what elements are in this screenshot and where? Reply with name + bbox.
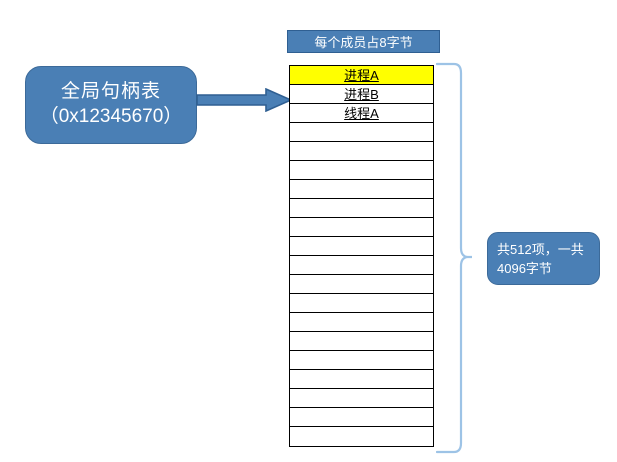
handle-table-row[interactable] <box>290 199 433 218</box>
handle-table-row[interactable]: 进程A <box>290 66 433 85</box>
right-block-arrow-icon <box>196 87 293 113</box>
global-handle-table-address: （0x12345670） <box>39 106 183 127</box>
curly-brace-right-icon <box>435 60 488 456</box>
handle-table-row[interactable] <box>290 427 433 446</box>
handle-table-row[interactable] <box>290 332 433 351</box>
global-handle-table-name: 全局句柄表 <box>60 81 161 102</box>
handle-table-row[interactable] <box>290 294 433 313</box>
handle-table-row[interactable] <box>290 123 433 142</box>
handle-table-row[interactable]: 线程A <box>290 104 433 123</box>
handle-table-row[interactable] <box>290 389 433 408</box>
handle-table-row-label: 进程B <box>344 86 379 102</box>
handle-table-row[interactable] <box>290 218 433 237</box>
total-size-line-2: 4096字节 <box>497 261 552 276</box>
handle-table-row[interactable]: 进程B <box>290 85 433 104</box>
handle-table-row[interactable] <box>290 180 433 199</box>
global-handle-table-callout[interactable]: 全局句柄表 （0x12345670） <box>25 66 197 144</box>
handle-table-row-label: 线程A <box>344 105 379 121</box>
handle-table-row-label: 进程A <box>344 67 379 83</box>
total-size-line-1: 共512项，一共 <box>497 242 584 257</box>
handle-table-row[interactable] <box>290 313 433 332</box>
handle-table[interactable]: 进程A 进程B 线程A <box>289 65 434 447</box>
handle-table-row[interactable] <box>290 161 433 180</box>
handle-table-row[interactable] <box>290 408 433 427</box>
handle-table-row[interactable] <box>290 351 433 370</box>
member-size-label: 每个成员占8字节 <box>287 30 440 53</box>
handle-table-row[interactable] <box>290 256 433 275</box>
handle-table-row[interactable] <box>290 370 433 389</box>
total-size-callout[interactable]: 共512项，一共 4096字节 <box>487 232 600 285</box>
handle-table-row[interactable] <box>290 142 433 161</box>
handle-table-row[interactable] <box>290 237 433 256</box>
handle-table-row[interactable] <box>290 275 433 294</box>
